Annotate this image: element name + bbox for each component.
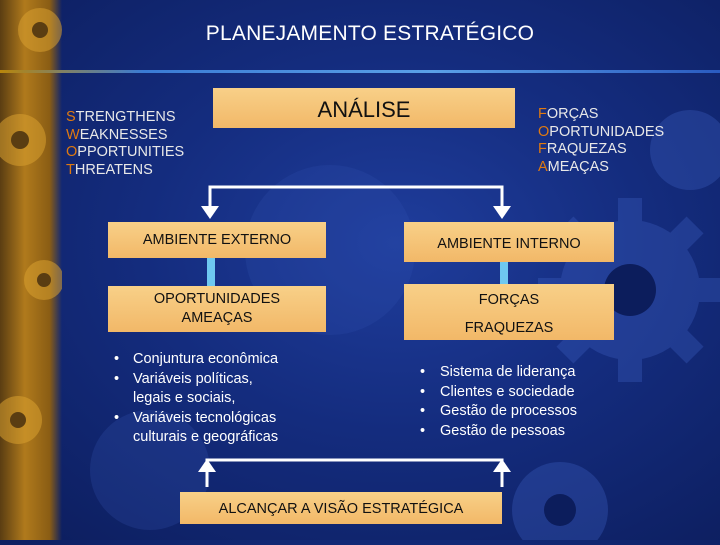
oportunidades-label: OPORTUNIDADES — [108, 290, 326, 309]
ambiente-externo-box: AMBIENTE EXTERNO — [108, 222, 326, 258]
alcancar-visao-box: ALCANÇAR A VISÃO ESTRATÉGICA — [180, 492, 502, 524]
forcas-label: FORÇAS — [404, 286, 614, 314]
list-item: Clientes e sociedade — [420, 383, 620, 403]
swot-item-opportunities: OPPORTUNITIES — [66, 144, 184, 162]
list-item: Variáveis políticas,legais e sociais, — [114, 370, 344, 409]
interno-bullet-list: Sistema de liderança Clientes e sociedad… — [420, 363, 620, 441]
swot-item-threats: THREATENS — [66, 162, 184, 180]
fofa-item-oportunidades: OPORTUNIDADES — [538, 124, 664, 142]
oportunidades-ameacas-box: OPORTUNIDADES AMEAÇAS — [108, 286, 326, 332]
swot-english-list: STRENGTHENS WEAKNESSES OPPORTUNITIES THR… — [66, 109, 184, 179]
analise-box: ANÁLISE — [213, 88, 515, 128]
swot-item-strengths: STRENGTHENS — [66, 109, 184, 127]
externo-bullet-list: Conjuntura econômica Variáveis políticas… — [114, 350, 344, 448]
fofa-item-forcas: FORÇAS — [538, 106, 664, 124]
forcas-fraquezas-box: FORÇAS FRAQUEZAS — [404, 284, 614, 340]
fofa-item-ameacas: AMEAÇAS — [538, 159, 664, 177]
fraquezas-label: FRAQUEZAS — [404, 314, 614, 342]
list-item: Gestão de processos — [420, 402, 620, 422]
fofa-portuguese-list: FORÇAS OPORTUNIDADES FRAQUEZAS AMEAÇAS — [538, 106, 664, 176]
fofa-item-fraquezas: FRAQUEZAS — [538, 141, 664, 159]
list-item: Gestão de pessoas — [420, 422, 620, 442]
ameacas-label: AMEAÇAS — [108, 309, 326, 328]
swot-item-weaknesses: WEAKNESSES — [66, 127, 184, 145]
ambiente-interno-box: AMBIENTE INTERNO — [404, 222, 614, 262]
list-item: Conjuntura econômica — [114, 350, 344, 370]
list-item: Sistema de liderança — [420, 363, 620, 383]
